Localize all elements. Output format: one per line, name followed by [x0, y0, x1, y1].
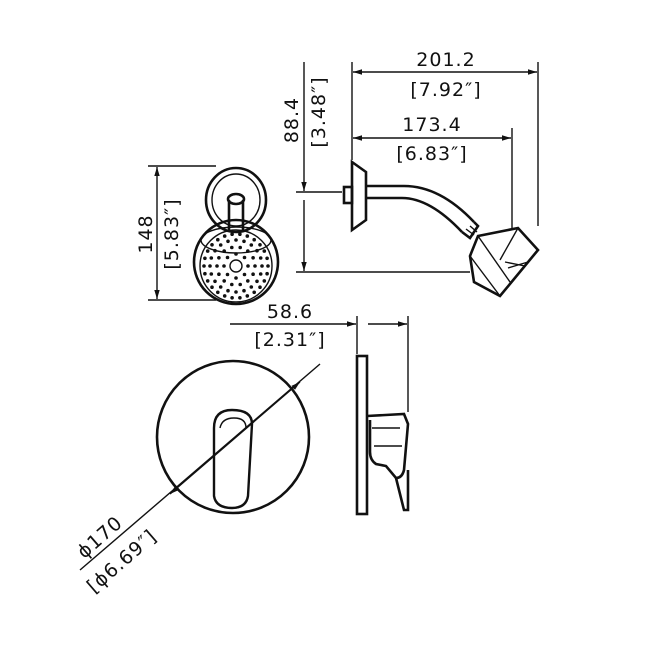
dimension-valve-depth: 58.6 [2.31″]	[230, 301, 409, 412]
nozzle-dot	[222, 234, 227, 238]
nozzle-dot	[251, 272, 255, 277]
nozzle-dot	[234, 276, 238, 280]
nozzle-dot	[225, 255, 230, 260]
nozzle-dot	[246, 279, 250, 283]
nozzle-dot	[238, 282, 242, 287]
nozzle-dot	[242, 288, 246, 293]
nozzle-dot	[258, 285, 262, 290]
nozzle-dot	[218, 243, 223, 247]
trim-plate	[155, 359, 311, 515]
valve-trim-side-view	[355, 354, 410, 516]
valve-depth-mm-label: 58.6	[267, 301, 313, 323]
shower-head-face	[192, 218, 280, 306]
shower-arm-side-view	[342, 159, 540, 298]
nozzle-dot	[238, 232, 242, 236]
nozzle-dot	[252, 237, 256, 242]
nozzle-dot	[217, 255, 221, 260]
nozzle-dot	[246, 249, 250, 253]
nozzle-dot	[230, 245, 234, 250]
nozzle-dot	[253, 264, 257, 268]
nozzle-dot	[234, 290, 238, 294]
nozzle-dot	[218, 285, 223, 289]
nozzle-dot	[249, 243, 254, 247]
nozzle-dot	[249, 285, 254, 289]
nozzle-dot	[222, 279, 226, 283]
head-height-mm-label: 148	[135, 214, 157, 253]
nozzle-dot	[203, 271, 207, 276]
nozzle-dot	[251, 255, 255, 260]
nozzle-dot	[245, 234, 250, 238]
drop-height-mm-label: 88.4	[281, 97, 303, 143]
dimension-arm-reach: 173.4 [6.83″]	[353, 114, 513, 228]
drop-height-in-label: [3.48″]	[308, 76, 330, 147]
nozzle-dot	[222, 294, 227, 298]
nozzle-dot	[242, 239, 246, 244]
shower-head-front-view	[192, 166, 280, 306]
nozzle-dot	[216, 290, 220, 295]
nozzle-dot	[225, 272, 230, 277]
nozzle-dot	[234, 252, 238, 256]
nozzle-dot	[209, 272, 214, 276]
nozzle-dot	[252, 290, 256, 295]
nozzle-dot	[266, 264, 270, 268]
nozzle-dot	[210, 285, 214, 290]
nozzle-dot	[208, 264, 212, 268]
nozzle-dot	[226, 288, 230, 293]
head-height-in-label: [5.83″]	[161, 198, 183, 269]
nozzle-dot	[258, 256, 263, 260]
nozzle-dot	[242, 272, 247, 277]
nozzle-dot	[213, 248, 217, 253]
nozzle-dot	[246, 264, 250, 268]
wall-flange-outline	[204, 166, 268, 234]
nozzle-dot	[262, 249, 267, 253]
nozzle-dot	[242, 255, 247, 260]
nozzle-dot	[217, 272, 221, 277]
nozzle-dot	[209, 256, 214, 260]
nozzle-dot	[234, 238, 238, 242]
nozzle-dot	[202, 264, 206, 268]
valve-depth-in-label: [2.31″]	[254, 329, 325, 351]
overall-reach-mm-label: 201.2	[416, 49, 475, 71]
nozzle-dot	[265, 271, 269, 276]
nozzle-dot	[205, 279, 210, 283]
nozzle-dot	[238, 296, 242, 300]
nozzle-dot	[215, 264, 219, 268]
nozzle-dot	[260, 264, 264, 268]
nozzle-dot	[210, 243, 214, 247]
nozzle-dot	[222, 249, 226, 253]
nozzle-dot	[222, 264, 226, 268]
arm-reach-mm-label: 173.4	[402, 114, 461, 136]
nozzle-dot	[245, 294, 250, 298]
nozzle-pattern	[202, 232, 270, 300]
nozzle-dot	[230, 232, 234, 236]
arm-reach-in-label: [6.83″]	[396, 143, 467, 165]
side-flange	[350, 159, 368, 233]
nozzle-dot	[255, 279, 259, 284]
nozzle-dot	[258, 243, 262, 247]
overall-reach-in-label: [7.92″]	[410, 79, 481, 101]
nozzle-dot	[203, 256, 207, 261]
nozzle-dot	[255, 248, 259, 253]
nozzle-dot	[238, 245, 242, 250]
dimension-drop-height: 88.4 [3.48″]	[281, 62, 470, 273]
nozzle-dot	[265, 256, 269, 261]
nozzle-dot	[216, 237, 220, 242]
nozzle-dot	[226, 239, 230, 244]
nozzle-dot	[205, 249, 210, 253]
nozzle-dot	[262, 279, 267, 283]
dimension-head-height: 148 [5.83″]	[135, 165, 216, 301]
nozzle-dot	[213, 279, 217, 284]
trim-plate-side	[355, 354, 369, 516]
nozzle-dot	[230, 296, 234, 300]
dimension-overall-reach: 201.2 [7.92″]	[351, 49, 539, 226]
dimension-plate-diameter: ϕ170 [ϕ6.69″]	[73, 363, 321, 598]
nozzle-dot	[230, 282, 234, 287]
nozzle-dot	[258, 272, 263, 276]
valve-trim-front-view	[155, 359, 311, 515]
